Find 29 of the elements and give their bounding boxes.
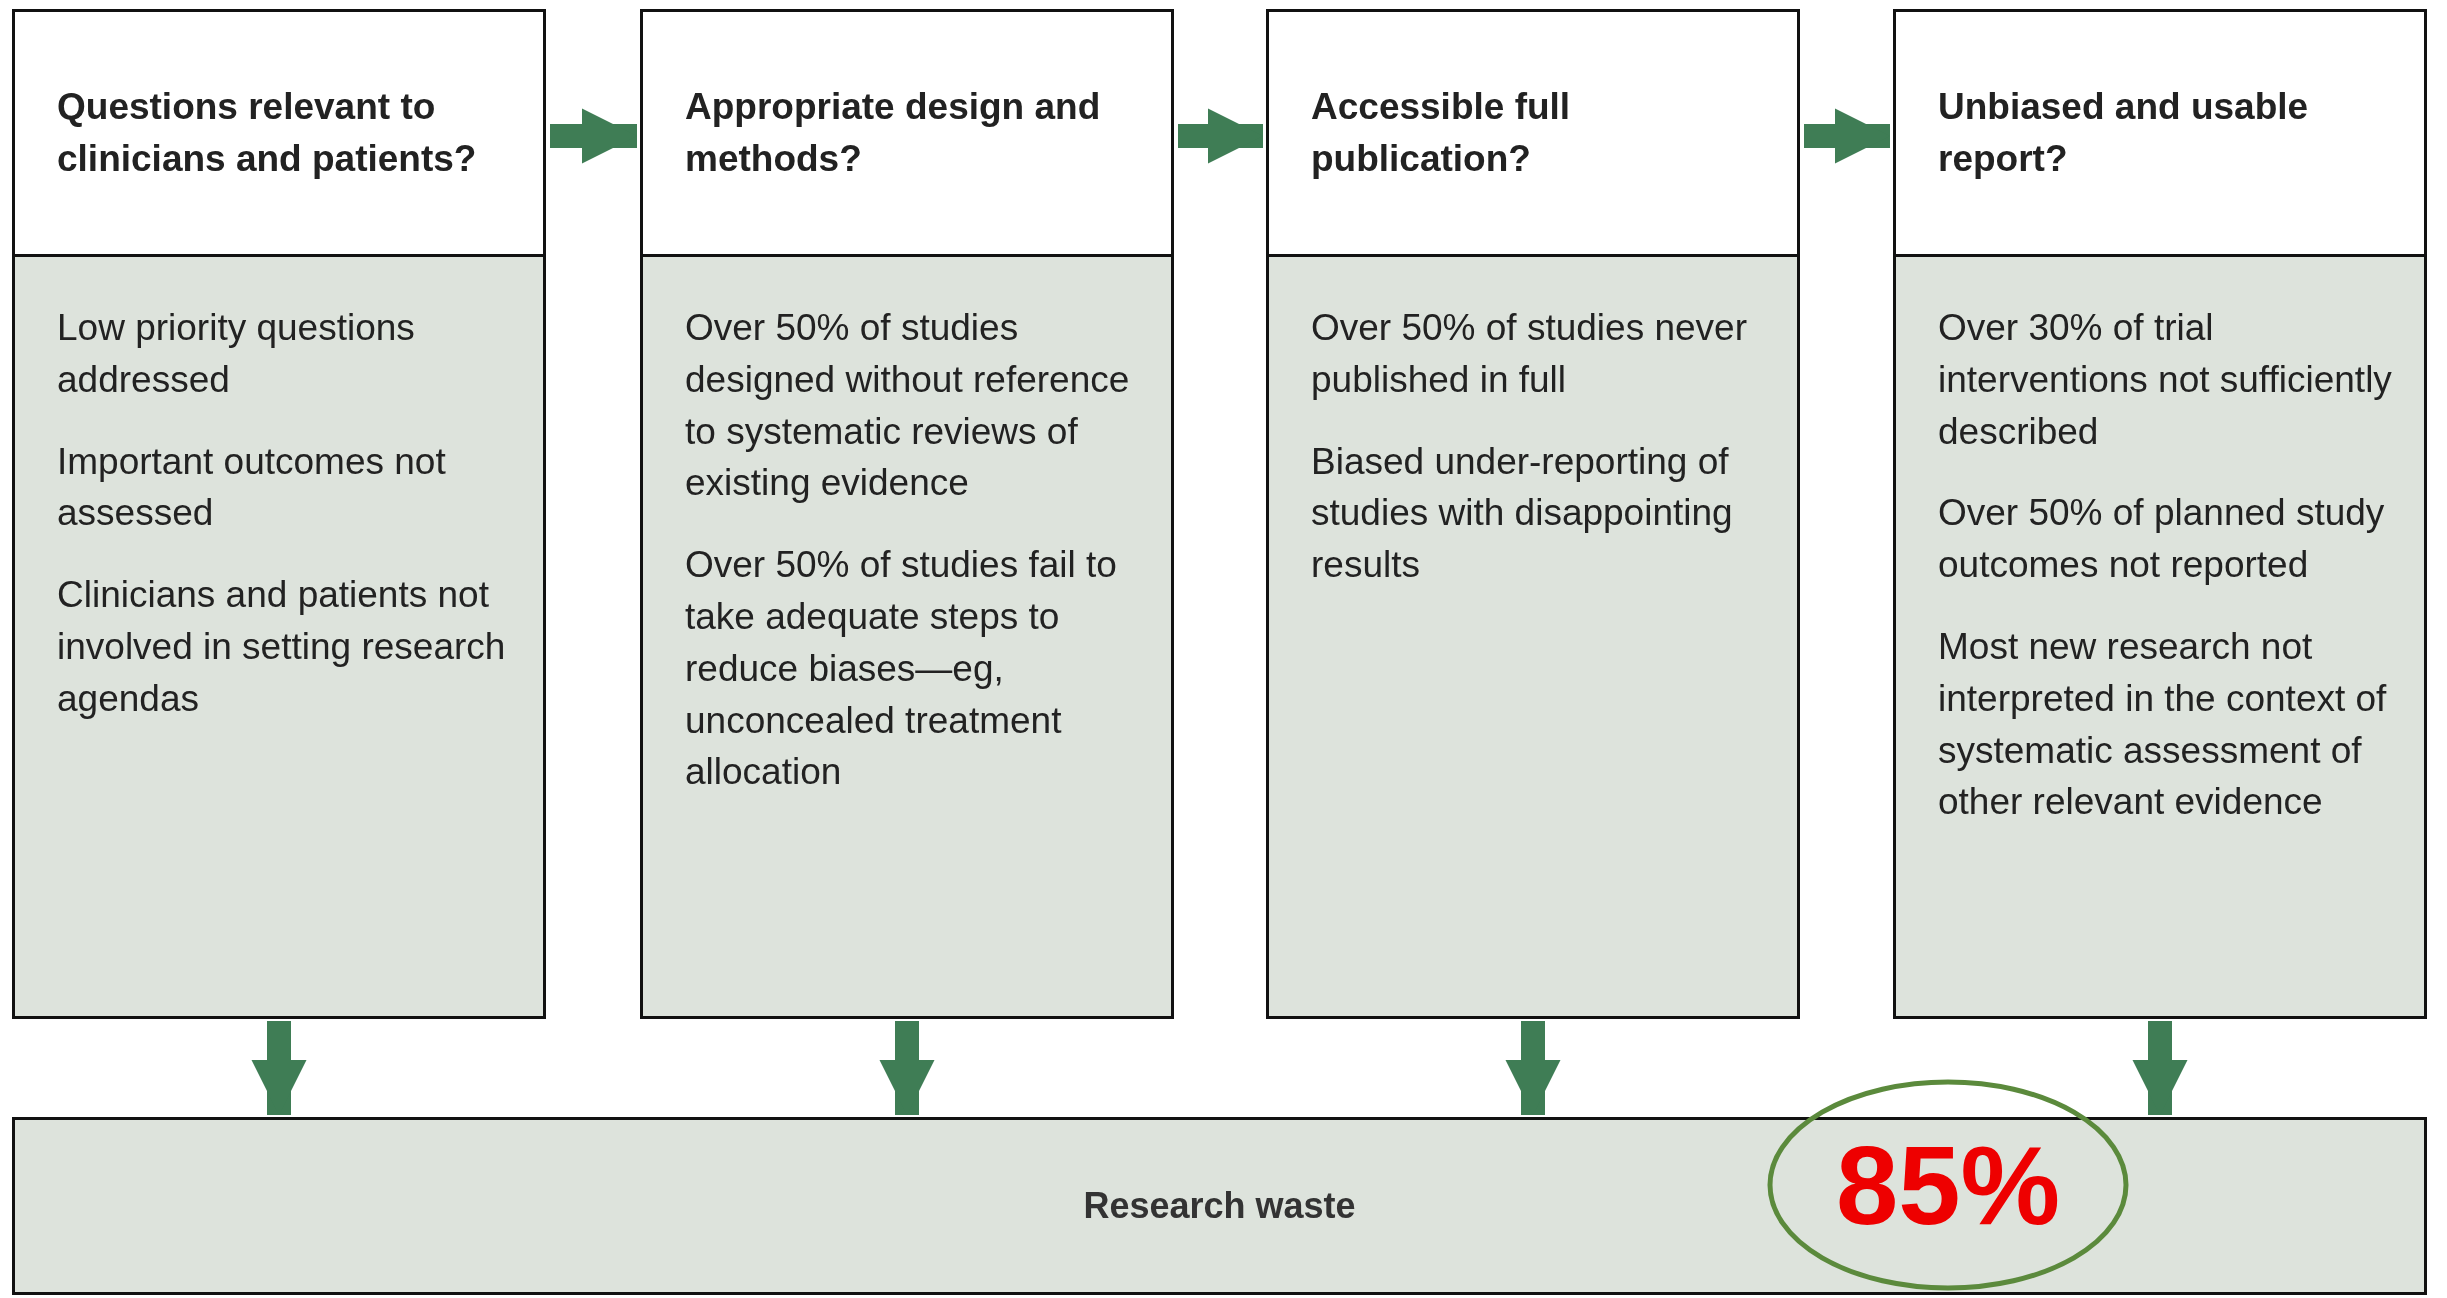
column-heading: Accessible full publication? (1311, 85, 1572, 181)
percentage-label: 85% (1835, 1121, 2061, 1250)
column-heading: Appropriate design and methods? (685, 85, 1102, 181)
flow-arrow (1505, 1021, 1561, 1115)
column-card (1266, 9, 1800, 1019)
bar-label: Research waste (1083, 1185, 1356, 1227)
result-bar (12, 1117, 2427, 1295)
column-card (640, 9, 1174, 1019)
finding-text: Over 50% of studies designed without reference to systematic reviews of existing evidence (685, 306, 1131, 506)
finding-text: Over 50% of planned study outcomes not reported (1938, 491, 2386, 588)
finding-text: Biased under-reporting of studies with disappointing results (1311, 439, 1734, 588)
flow-arrow (1178, 108, 1263, 164)
flow-arrow (251, 1021, 307, 1115)
finding-text: Over 30% of trial interventions not sufficiently described (1938, 306, 2393, 454)
finding-text: Clinicians and patients not involved in setting research agendas (57, 573, 507, 721)
flow-arrow (1804, 108, 1890, 164)
column-card (1893, 9, 2427, 1019)
column-heading: Questions relevant to clinicians and patients? (57, 85, 478, 181)
finding-text: Over 50% of studies fail to take adequate steps to reduce biases—eg, unconcealed treatment allocation (685, 543, 1118, 795)
column-heading: Unbiased and usable report? (1938, 85, 2310, 181)
flow-arrow (550, 108, 637, 164)
flow-arrow (879, 1021, 935, 1115)
finding-text: Over 50% of studies never published in full (1311, 306, 1748, 402)
finding-text: Low priority questions addressed (57, 306, 416, 402)
column-card (12, 9, 546, 1019)
finding-text: Most new research not interpreted in the context of systematic assessment of other relevant evidence (1938, 625, 2388, 825)
highlight-ellipse (1766, 1078, 2130, 1292)
flow-arrow (2132, 1021, 2188, 1115)
finding-text: Important outcomes not assessed (57, 439, 447, 536)
